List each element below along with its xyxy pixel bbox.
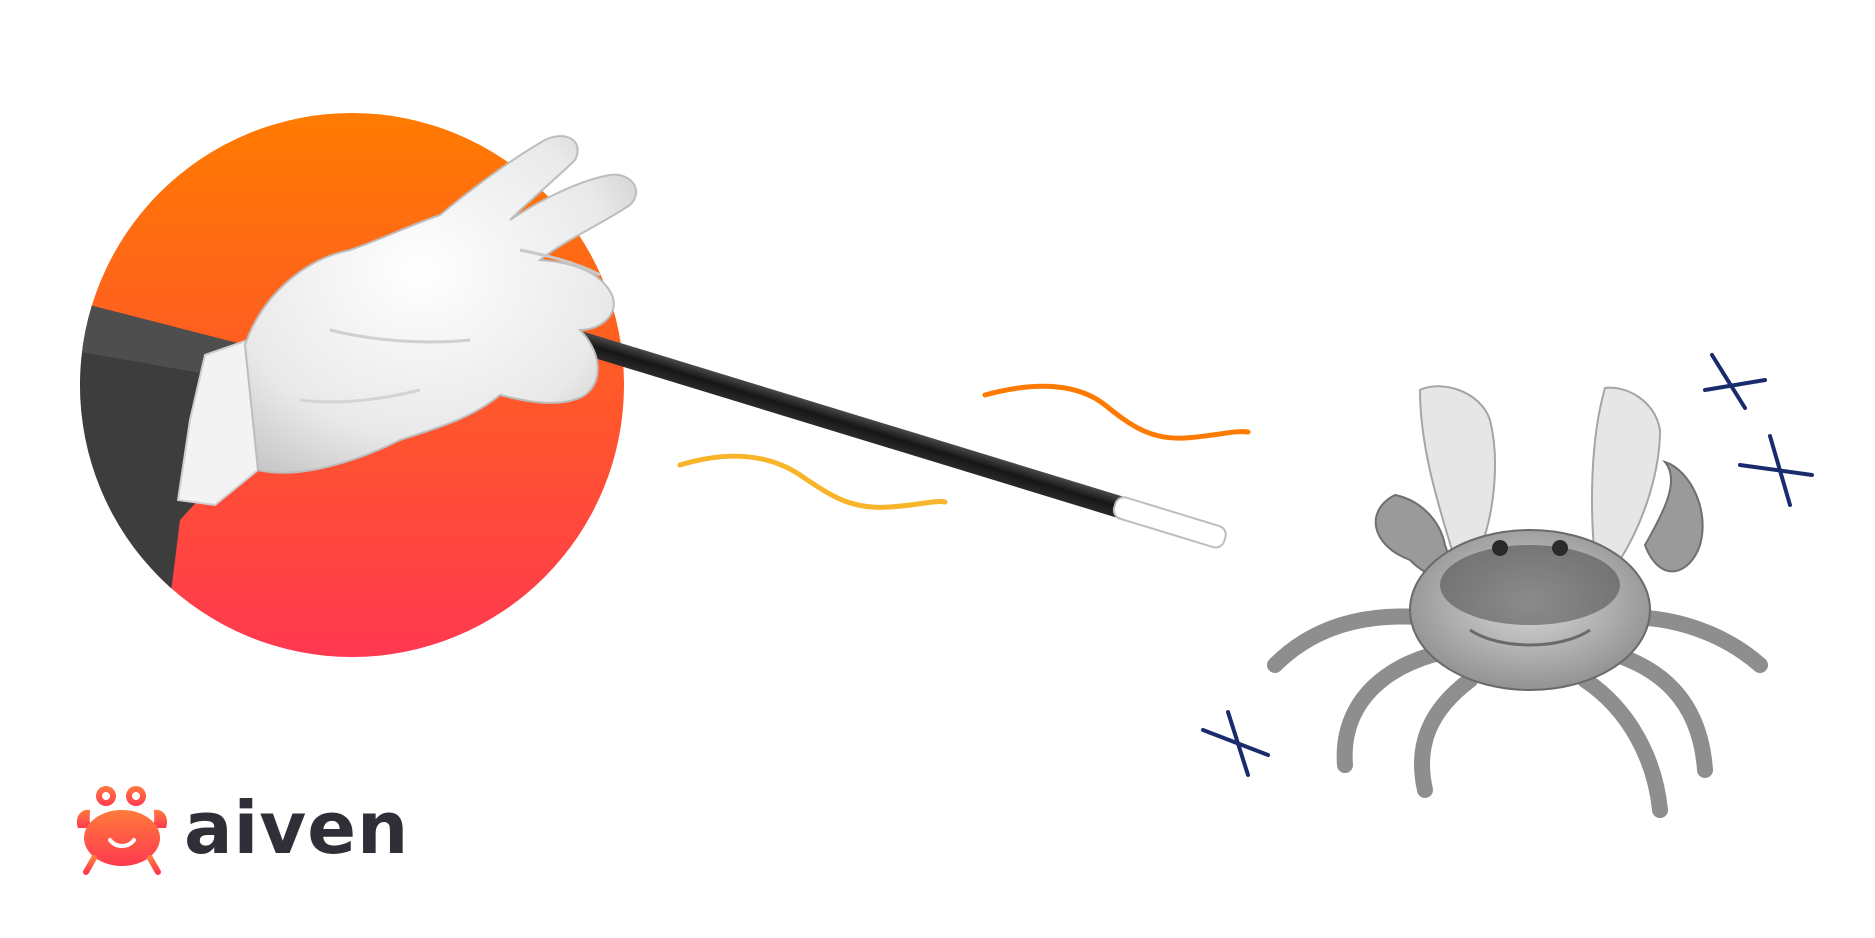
sparkle-icon xyxy=(1201,710,1270,777)
brand-wordmark: aiven xyxy=(184,786,410,870)
sparkle-icon xyxy=(1703,353,1767,410)
sparkle-icon xyxy=(1738,434,1814,507)
magic-wand-icon xyxy=(545,323,1227,549)
motion-squiggle-icon xyxy=(677,453,948,510)
brand-logo[interactable]: aiven xyxy=(72,780,409,876)
gloved-hand-icon xyxy=(243,135,637,474)
crab-with-bunny-ears-icon xyxy=(1267,385,1768,818)
motion-squiggle-icon xyxy=(982,383,1251,441)
crab-mascot-icon xyxy=(76,786,168,875)
